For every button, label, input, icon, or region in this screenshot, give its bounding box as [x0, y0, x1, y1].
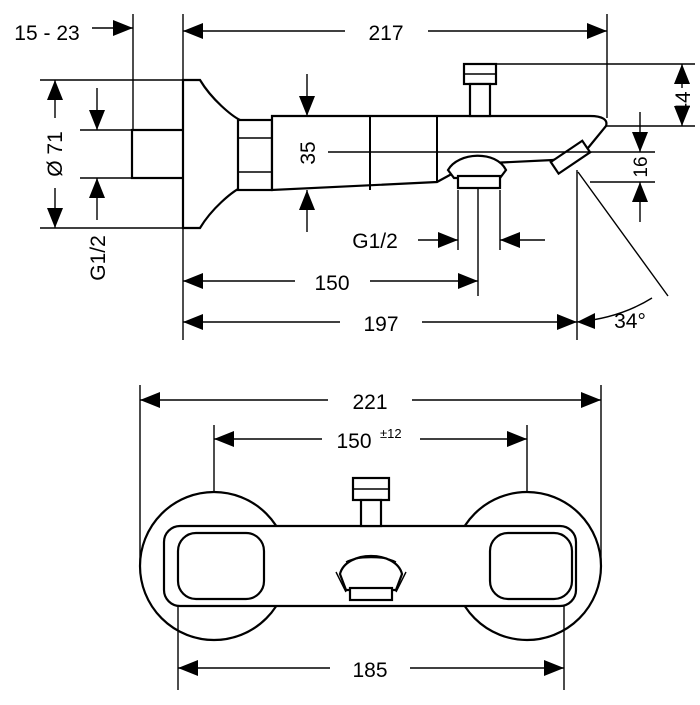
right-handle	[488, 531, 574, 601]
outlet-thread-label: G1/2	[352, 230, 398, 253]
inlet-thread-label: G1/2	[87, 235, 110, 281]
diverter-stem	[468, 82, 492, 118]
flange-diameter-label: Ø 71	[44, 131, 67, 177]
body-height-label: 35	[297, 141, 320, 164]
side-view	[130, 62, 655, 230]
front-view	[138, 476, 603, 642]
flange-outer-width-label: 185	[352, 659, 387, 682]
side-dimensions	[40, 14, 695, 340]
outlet-distance-label: 150	[314, 272, 349, 295]
spout-angle-label: 34°	[614, 310, 646, 333]
mixer-body	[270, 114, 608, 192]
front-outlet-nut	[348, 586, 394, 602]
outlet-nut	[456, 174, 502, 190]
hex-nut	[236, 118, 274, 192]
centers-tolerance-label: ±12	[380, 426, 402, 441]
outlet-connector	[446, 154, 508, 180]
centers-label: 150	[336, 430, 371, 453]
overall-width-label: 221	[352, 391, 387, 414]
front-diverter-stem	[359, 498, 383, 528]
wall-offset-label: 15 - 23	[14, 22, 79, 45]
spout-height-label: 16	[631, 156, 652, 177]
front-dimensions	[139, 385, 602, 690]
diverter-height-label: 44	[672, 91, 695, 115]
spout-reach-label: 197	[363, 313, 398, 336]
wall-connector	[130, 128, 186, 180]
left-handle	[176, 531, 266, 601]
total-length-label: 217	[368, 22, 403, 45]
wall-flange	[181, 78, 242, 230]
